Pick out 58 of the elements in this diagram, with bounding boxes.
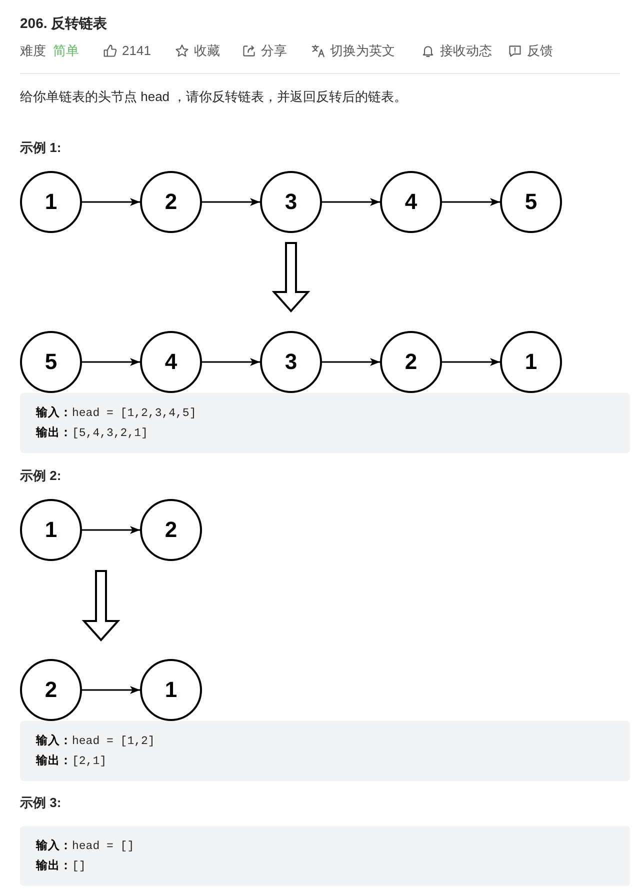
list-node	[260, 331, 322, 393]
list-node	[20, 331, 82, 393]
list-node	[260, 171, 322, 233]
block-arrow	[82, 570, 120, 642]
node-value: 1	[44, 189, 58, 215]
arrow	[322, 198, 380, 206]
difficulty-level: 简单	[53, 42, 79, 60]
code-line: 输入：head = [1,2]	[36, 732, 155, 750]
node-value: 4	[404, 189, 418, 215]
node-value: 1	[164, 677, 178, 703]
node-value: 5	[44, 349, 58, 375]
code-line: 输出：[]	[36, 857, 86, 875]
favorite-button: 收藏	[175, 42, 220, 60]
arrow	[442, 358, 500, 366]
list-node	[380, 331, 442, 393]
list-node	[380, 171, 442, 233]
feedback-button: 反馈	[508, 42, 553, 60]
node-value: 2	[44, 677, 58, 703]
arrow	[82, 358, 140, 366]
list-node	[20, 659, 82, 721]
list-node	[140, 171, 202, 233]
problem-title: 206. 反转链表	[20, 14, 108, 32]
node-value: 5	[524, 189, 538, 215]
arrow	[202, 198, 260, 206]
node-value: 1	[44, 517, 58, 543]
example-heading: 示例 2:	[20, 467, 62, 485]
node-value: 3	[284, 189, 298, 215]
list-node	[500, 331, 562, 393]
example-heading: 示例 3:	[20, 794, 62, 812]
like-button: 2141	[103, 42, 151, 60]
code-line: 输入：head = [1,2,3,4,5]	[36, 404, 196, 422]
code-line: 输出：[5,4,3,2,1]	[36, 424, 148, 442]
share-button: 分享	[242, 42, 287, 60]
list-node	[140, 499, 202, 561]
example-heading: 示例 1:	[20, 139, 62, 157]
list-node	[140, 659, 202, 721]
node-value: 3	[284, 349, 298, 375]
arrow	[82, 526, 140, 534]
node-value: 1	[524, 349, 538, 375]
list-node	[20, 171, 82, 233]
list-node	[20, 499, 82, 561]
problem-description: 给你单链表的头节点 head ，请你反转链表，并返回反转后的链表。	[20, 88, 408, 106]
code-line: 输出：[2,1]	[36, 752, 107, 770]
list-node	[500, 171, 562, 233]
node-value: 2	[164, 517, 178, 543]
node-value: 2	[404, 349, 418, 375]
arrow	[322, 358, 380, 366]
language-switch-button: 切换为英文	[311, 42, 395, 60]
arrow	[82, 686, 140, 694]
subscribe-button: 接收动态	[421, 42, 492, 60]
arrow	[202, 358, 260, 366]
difficulty-label: 难度	[20, 42, 46, 60]
list-node	[140, 331, 202, 393]
arrow	[442, 198, 500, 206]
code-line: 输入：head = []	[36, 837, 134, 855]
node-value: 4	[164, 349, 178, 375]
arrow	[82, 198, 140, 206]
node-value: 2	[164, 189, 178, 215]
